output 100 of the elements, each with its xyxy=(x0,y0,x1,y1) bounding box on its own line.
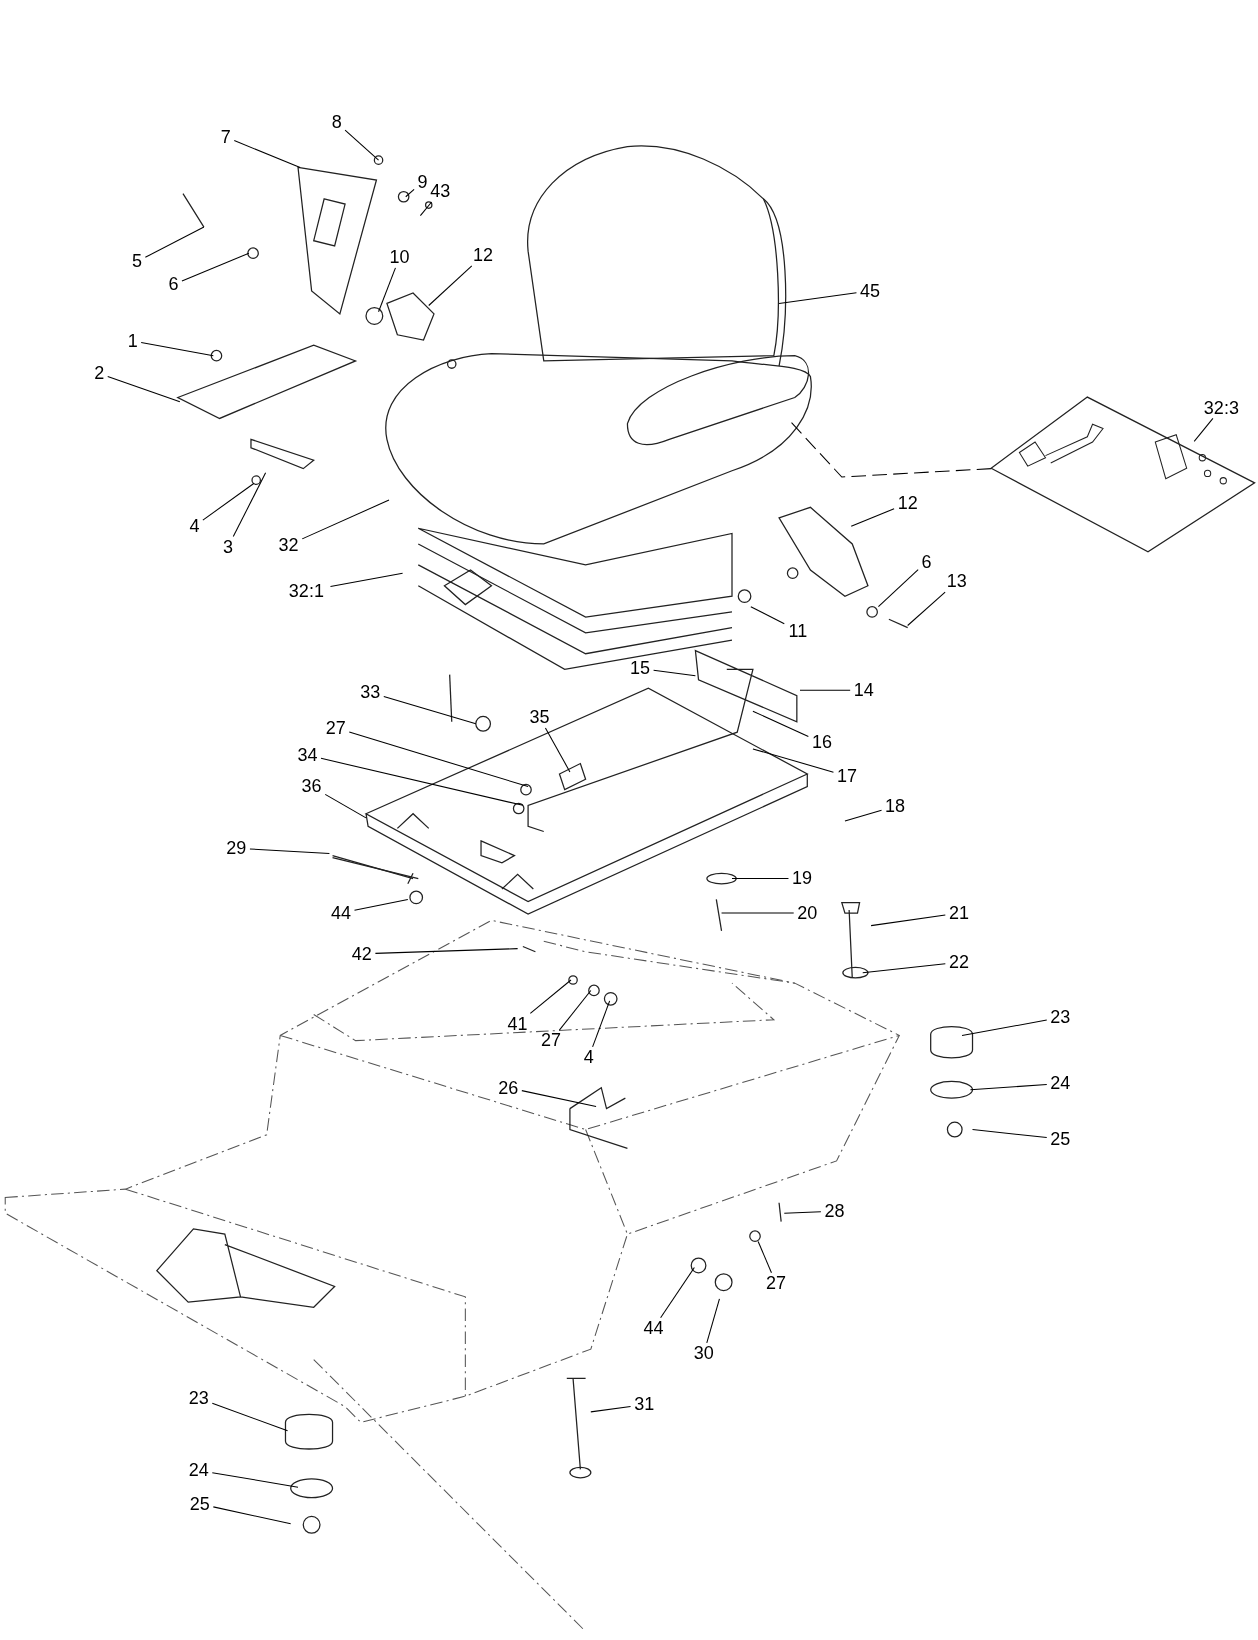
callout-number: 24 xyxy=(1046,1072,1074,1094)
callout-number: 8 xyxy=(328,111,346,133)
leader-line xyxy=(419,201,433,217)
callout-number: 12 xyxy=(894,492,922,514)
leader-line xyxy=(428,265,473,307)
callout-number: 6 xyxy=(165,273,182,295)
callout-number: 22 xyxy=(945,951,973,973)
callout-number: 1 xyxy=(124,330,142,352)
leader-line xyxy=(353,898,409,911)
callout-number: 20 xyxy=(793,902,821,924)
callout-number: 16 xyxy=(808,732,836,753)
leader-line xyxy=(870,914,946,927)
callout-number: 3 xyxy=(219,536,237,558)
callout-number: 5 xyxy=(128,250,146,272)
leader-line xyxy=(324,793,367,819)
callout-number: 28 xyxy=(820,1200,849,1222)
callout-number: 14 xyxy=(850,679,878,701)
leader-line xyxy=(329,572,404,588)
callout-number: 34 xyxy=(293,744,322,766)
leader-line xyxy=(107,375,181,403)
leader-line xyxy=(405,188,415,198)
leader-line xyxy=(211,1472,299,1488)
callout-number: 25 xyxy=(186,1493,214,1515)
callout-number: 42 xyxy=(348,943,376,965)
callout-number: 44 xyxy=(327,902,355,924)
callout-number: 33 xyxy=(356,681,384,703)
leader-line xyxy=(757,1240,772,1274)
leader-line xyxy=(374,948,519,954)
callout-number: 2 xyxy=(90,362,108,384)
leader-line xyxy=(850,508,895,527)
inset-panel xyxy=(988,395,1258,555)
leader-line xyxy=(961,1019,1048,1036)
leader-line xyxy=(529,979,572,1014)
leader-line xyxy=(590,1405,632,1413)
callout-number: 25 xyxy=(1046,1128,1074,1150)
callout-number: 24 xyxy=(185,1459,213,1481)
leader-line xyxy=(521,1090,597,1108)
callout-number: 15 xyxy=(626,657,654,679)
leader-line xyxy=(232,472,267,538)
leader-line xyxy=(558,989,592,1031)
callout-number: 32 xyxy=(275,534,303,556)
callout-number: 27 xyxy=(537,1030,565,1051)
leader-line xyxy=(783,1211,822,1214)
leader-line xyxy=(660,1267,695,1319)
callout-number: 23 xyxy=(1046,1007,1074,1028)
callout-number: 31 xyxy=(630,1393,658,1415)
leader-line xyxy=(320,757,524,806)
callout-number: 12 xyxy=(469,244,497,266)
leader-line xyxy=(752,748,834,773)
callout-number: 18 xyxy=(881,795,909,817)
leader-line xyxy=(778,292,857,304)
callout-number: 10 xyxy=(385,246,414,268)
callout-number: 4 xyxy=(186,515,203,537)
leader-line xyxy=(211,1402,289,1432)
callout-number: 6 xyxy=(918,551,935,572)
leader-line xyxy=(731,878,789,880)
callout-number: 4 xyxy=(580,1046,598,1068)
callout-number: 13 xyxy=(943,570,971,592)
callout-number: 27 xyxy=(762,1272,790,1294)
leader-line xyxy=(877,569,919,608)
leader-line xyxy=(862,963,946,974)
leader-line xyxy=(348,731,529,788)
callout-number: 17 xyxy=(833,765,861,787)
leader-line xyxy=(592,1000,611,1048)
leader-line xyxy=(907,591,946,627)
leader-line xyxy=(844,809,883,822)
leader-line xyxy=(233,140,301,168)
leader-line xyxy=(202,482,255,521)
leader-line xyxy=(383,695,477,725)
leader-line xyxy=(144,226,205,258)
callout-number: 32:1 xyxy=(282,580,331,602)
callout-number: 30 xyxy=(690,1342,718,1364)
callout-number: 7 xyxy=(217,126,235,148)
leader-line xyxy=(799,689,851,691)
callout-number: 45 xyxy=(856,280,884,302)
leader-line xyxy=(212,1506,292,1525)
callout-number: 29 xyxy=(222,837,250,859)
callout-number: 23 xyxy=(185,1387,213,1409)
leader-line xyxy=(1193,417,1214,442)
leader-line xyxy=(181,252,250,282)
leader-line xyxy=(249,848,330,854)
leader-line xyxy=(344,129,380,161)
leader-line xyxy=(544,727,571,773)
callout-number: 35 xyxy=(526,706,554,728)
leader-line xyxy=(653,669,696,677)
callout-number: 27 xyxy=(322,717,350,739)
callout-number: 32:3 xyxy=(1197,397,1246,419)
callout-number: 36 xyxy=(298,775,326,797)
callout-number: 44 xyxy=(639,1317,668,1339)
leader-line xyxy=(972,1129,1048,1138)
leader-line xyxy=(378,267,396,313)
leader-line xyxy=(140,342,214,357)
callout-number: 21 xyxy=(945,902,973,924)
leader-line xyxy=(750,606,785,625)
leader-line xyxy=(706,1298,720,1344)
callout-number: 11 xyxy=(784,620,812,641)
callout-number: 26 xyxy=(494,1077,522,1098)
leader-line xyxy=(752,710,809,737)
leader-line xyxy=(969,1083,1048,1091)
callout-number: 41 xyxy=(504,1013,532,1035)
